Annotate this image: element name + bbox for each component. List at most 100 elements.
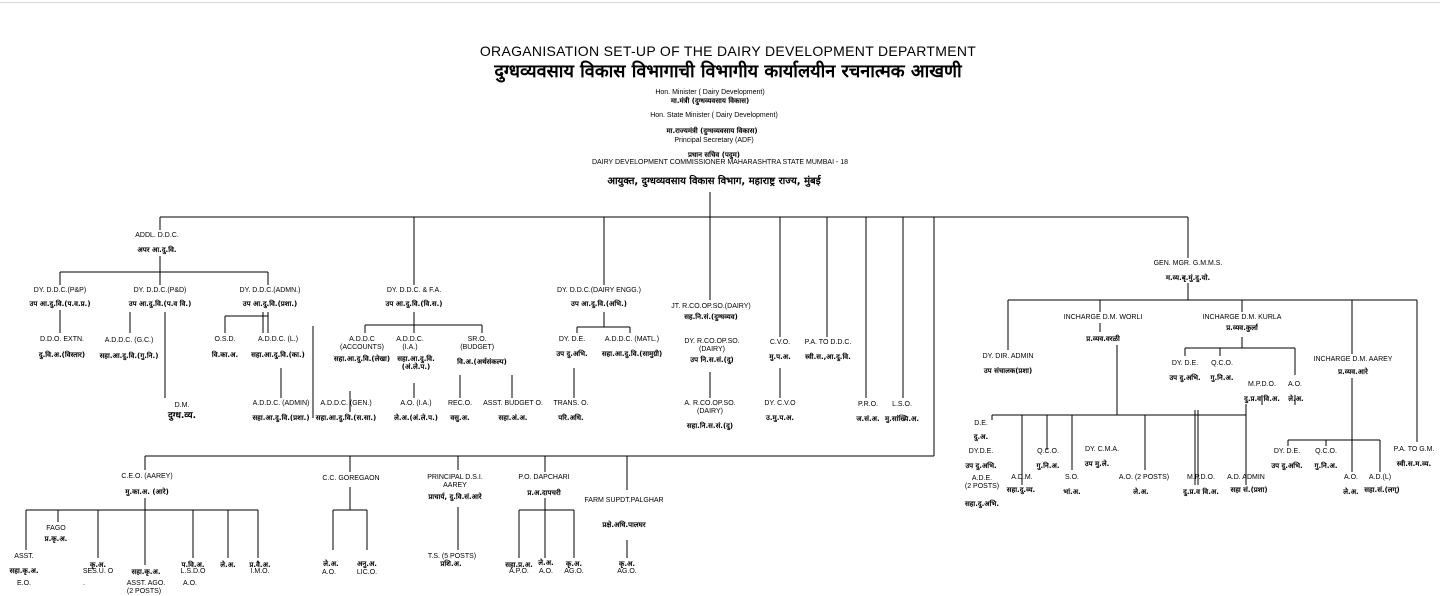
- node-en: A.D.D.C (ACCOUNTS): [340, 336, 384, 351]
- seso-label-marathi: कृ.अ.: [89, 561, 107, 569]
- node-mr: मु.सांख्यि.अ.: [884, 415, 920, 423]
- node-en: DY. C.V.O: [764, 400, 796, 407]
- node-en: ASST. BUDGET O.: [483, 400, 543, 407]
- node-en: P.O. DAPCHARI: [518, 474, 570, 481]
- node-en: DY. D.D.C.(ADMN.): [239, 287, 301, 294]
- pa-to-gm-box: P.A. TO G.M.स्वी.स.म.व्य.: [1394, 446, 1435, 468]
- lsdo-label-marathi: प.वि.अ.: [181, 561, 205, 569]
- node-en: P.A. TO D.D.C.: [804, 339, 852, 346]
- chart-title-english: ORAGANISATION SET-UP OF THE DAIRY DEVELO…: [479, 43, 977, 59]
- two-posts-label: (2 POSTS): [126, 588, 162, 595]
- node-en: O.S.D.: [214, 336, 236, 343]
- a-qco-label-marathi: गु.नि.अ.: [1314, 462, 1338, 470]
- k-dyde-label-marathi: उप दु.अभि.: [1169, 374, 1201, 382]
- node-en: A.D.D.C. (I.A.): [396, 336, 424, 351]
- po-ku-label: कृ.अ.: [565, 560, 583, 568]
- minister-label: Hon. Minister ( Dairy Development): [655, 89, 765, 96]
- k-qco-label-marathi: गु.नि.अ.: [1210, 374, 1234, 382]
- po-le-label: ले.अ.: [538, 559, 554, 567]
- node-en: A. R.CO.OP.SO. (DAIRY): [684, 400, 736, 415]
- node-mr: उप आ.दु.वि.(प.व वि.): [128, 300, 192, 308]
- node-en: FARM SUPDT.PALGHAR: [584, 497, 664, 504]
- node-mr: सहा.आ.दु.वि. (अं.ले.प.): [397, 355, 435, 371]
- ade-label-marathi: सहा.दु.अभि.: [964, 500, 1000, 508]
- node-en: C.E.O. (AAREY): [121, 473, 173, 480]
- farm-ago-label: AG.O.: [617, 568, 637, 575]
- po-a-label-marathi: सहा.प्र.अ.: [505, 561, 533, 569]
- k-qco-label: Q.C.O.: [1211, 360, 1233, 367]
- cc-anu-label: अनु.अ.: [357, 560, 377, 568]
- adadmin-label: A.D. ADMIN: [1227, 474, 1265, 481]
- node-mr: उप आ.दु.वि.(प्रशा.): [242, 300, 298, 308]
- po-ao-label: A.O.: [538, 568, 554, 575]
- node-mr: उ.मु.प.अ.: [766, 414, 794, 422]
- imo-label-marathi: प्र.वै.अ.: [249, 561, 271, 569]
- node-en: A.D.D.C. (GEN.): [320, 400, 372, 407]
- node-mr: सहा.आ.दु.वि.(प्रशा.): [252, 414, 310, 422]
- addc-ia-box: A.D.D.C. (I.A.) सहा.आ.दु.वि. (अं.ले.प.): [392, 336, 440, 371]
- osd-box: O.S.D. वि.का.अ.: [212, 336, 238, 359]
- node-mr: वि.अ.(अर्थसंकल्प): [457, 358, 507, 366]
- node-mr: सहा.आ.दु.वि.(गु.नि.): [99, 352, 159, 360]
- pro-box: P.R.O.ज.सं.अ.: [856, 401, 879, 423]
- node-en: DY. D.D.C. & F.A.: [386, 287, 442, 294]
- node-en: SR.O. (BUDGET): [460, 336, 495, 351]
- qco-label: Q.C.O.: [1037, 448, 1059, 455]
- node-mr: वि.का.अ.: [211, 351, 239, 359]
- dy-ddc-pd-box: DY. D.D.C.(P&D)उप आ.दु.वि.(प.व वि.): [129, 287, 192, 308]
- commissioner-label: DAIRY DEVELOPMENT COMMISSIONER MAHARASHT…: [591, 159, 849, 166]
- node-mr: उप नि.स.सं.(दु): [690, 356, 734, 364]
- ceo-aarey-box: C.E.O. (AAREY)मु.का.अ. (आरे): [121, 473, 172, 496]
- node-mr: सहा.आ.दु.वि.(का.): [251, 351, 305, 359]
- addc-matl-box: A.D.D.C. (MATL.)सहा.आ.दु.वि.(सामुग्री): [602, 336, 662, 358]
- farm-ku-label: कृ.अ.: [618, 560, 636, 568]
- commissioner-label-marathi: आयुक्त, दुग्धव्यवसाय विकास विभाग, महाराष…: [607, 176, 821, 187]
- node-en: C.V.O.: [769, 339, 791, 346]
- principal-secretary-label-marathi: प्रधान सचिव (पदुम): [687, 151, 741, 159]
- node-mr: परि.अधि.: [558, 414, 584, 422]
- dyde-label-marathi: उप दु.अभि.: [965, 462, 997, 470]
- node-en: A.O. (I.A.): [400, 400, 432, 407]
- po-ago-label: AG.O.: [564, 568, 584, 575]
- node-mr: उप दु.अभि.: [556, 350, 588, 358]
- cc-lic-label: LIC.O.: [356, 569, 378, 576]
- addc-gen-box: A.D.D.C. (GEN.) सहा.आ.दु.वि.(स.सा.): [316, 400, 376, 422]
- adm-label-marathi: सहा.दु.व्य.: [1006, 486, 1036, 494]
- node-mr: स्वी.स.,आ.दु.वि.: [805, 353, 851, 361]
- node-mr: सह.नि.सं.(दुग्धव्यव): [684, 313, 738, 321]
- a-adl-label-marathi: सहा.सं.(लग्): [1364, 486, 1400, 494]
- addc-gc-box: A.D.D.C. (G.C.)सहा.आ.दु.वि.(गु.नि.): [100, 337, 159, 360]
- ao-ia-box: A.O. (I.A.)ले.अ.(अं.ले.प.): [394, 400, 438, 422]
- dy-ddc-dairy-engg-box: DY. D.D.C.(DAIRY ENGG.)उप आ.दु.वि.(अभि.): [557, 287, 641, 308]
- dot-label: .: [83, 580, 85, 587]
- addc-l-box: A.D.D.C. (L.)सहा.आ.दु.वि.(का.): [251, 336, 305, 359]
- node-mr: उप आ.दु.वि.(वि.स.): [385, 300, 443, 308]
- node-mr: उप आ.दु.वि.(प.व.प्र.): [29, 300, 91, 308]
- node-en: INCHARGE D.M. KURLA: [1202, 314, 1282, 321]
- so-label: S.O.: [1064, 474, 1080, 481]
- imo-label: I.M.O.: [250, 568, 270, 575]
- k-dyde-label: DY. D.E.: [1171, 360, 1199, 367]
- qco-label-marathi: गु.नि.अ.: [1036, 462, 1060, 470]
- node-mr: स्वी.स.म.व्य.: [1396, 460, 1432, 468]
- k-ao-label-marathi: ले.अ.: [1288, 395, 1304, 403]
- node-en: GEN. MGR. G.M.M.S.: [1153, 260, 1223, 267]
- node-en: L.S.O.: [892, 401, 912, 408]
- mpdo-label: M.P.D.O.: [1187, 474, 1215, 481]
- gen-mgr-gmms-box: GEN. MGR. G.M.M.S.म.व्य.बृ.मुं.दु.यो.: [1154, 260, 1223, 282]
- k-ao-label: A.O.: [1287, 381, 1303, 388]
- node-mr: सहा.आ.दु.वि.(स.सा.): [315, 414, 377, 422]
- node-mr: अपर आ.दु.वि.: [137, 246, 177, 254]
- dy-ddc-fa-box: DY. D.D.C. & F.A. उप आ.दु.वि.(वि.स.): [386, 287, 443, 308]
- dy-de-box: DY. D.E.उप दु.अभि.: [556, 336, 587, 358]
- cvo-box: C.V.O.मु.प.अ.: [769, 339, 791, 361]
- node-en: P.R.O.: [857, 401, 879, 408]
- a-ao-label-marathi: ले.अ.: [1343, 488, 1359, 496]
- node-en: C.C. GOREGAON: [322, 475, 380, 482]
- asst-label-marathi: सहा.कृ.अ.: [9, 567, 39, 575]
- addl-ddc-box: ADDL. D.D.C.अपर आ.दु.वि.: [135, 232, 179, 254]
